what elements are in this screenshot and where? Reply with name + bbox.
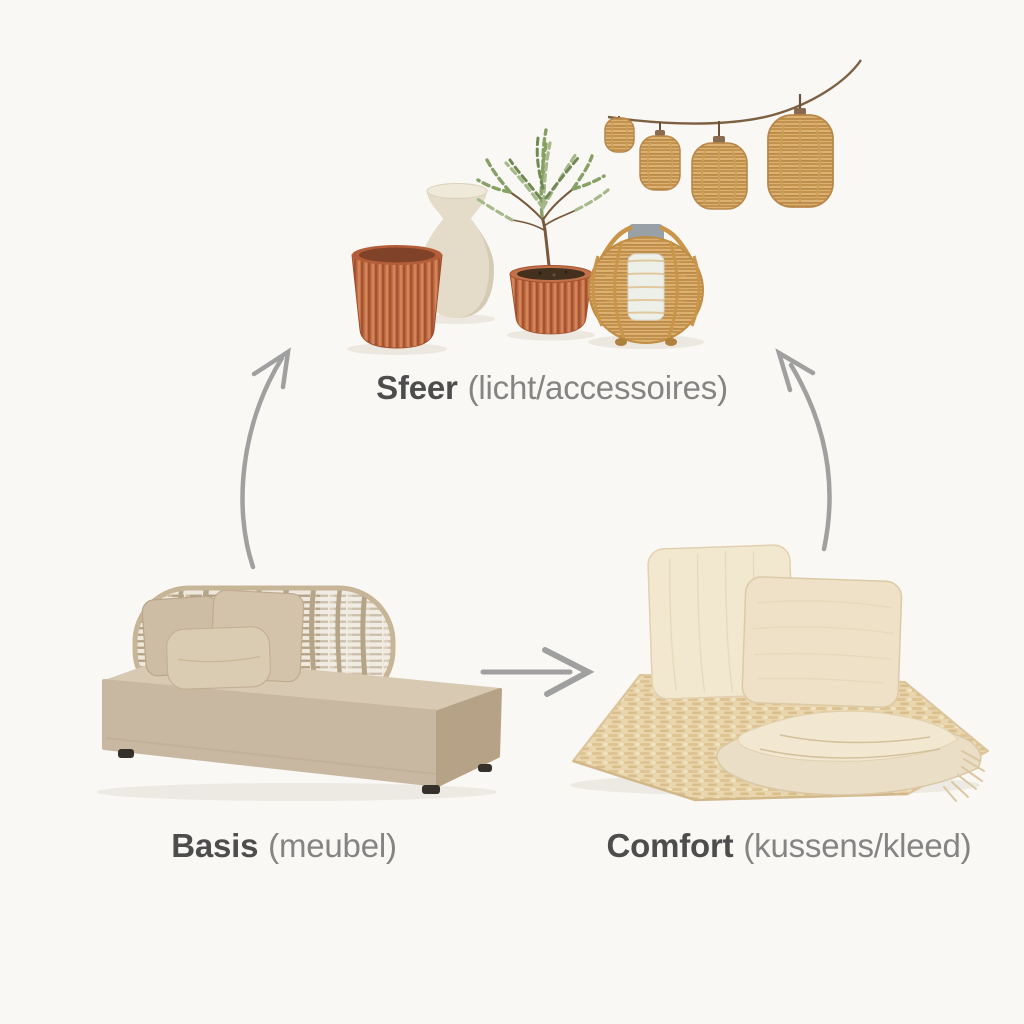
sofa-foot [118, 749, 134, 758]
shadow [347, 343, 447, 355]
throw-blanket [716, 710, 985, 802]
sfeer-illustration [347, 59, 862, 355]
terracotta-planter [351, 245, 443, 349]
olive-tree [474, 128, 610, 335]
string-lights [604, 59, 862, 210]
sofa-foot [478, 764, 492, 772]
sfeer-subtitle: (licht/accessoires) [467, 369, 728, 406]
shadow [97, 783, 497, 801]
comfort-illustration [570, 544, 989, 802]
arrow-basis-to-sfeer [240, 347, 291, 570]
olive-stem [509, 188, 577, 276]
sofa-cushions [141, 589, 305, 690]
shadow [419, 314, 495, 324]
basis-illustration [97, 585, 502, 801]
arrow-comfort-to-sfeer [775, 348, 832, 552]
lumbar-cushion [166, 626, 271, 690]
olive-foliage [474, 128, 610, 222]
basis-subtitle: (meubel) [268, 827, 397, 864]
wicker-string-lantern-1 [604, 117, 635, 153]
shadow [507, 329, 595, 341]
sofa-base [102, 656, 502, 794]
olive-pot [509, 265, 593, 335]
rattan-lantern [588, 224, 704, 346]
basis-title: Basis [171, 827, 259, 864]
comfort-label: Comfort(kussens/kleed) [607, 829, 972, 862]
sfeer-title: Sfeer [376, 369, 458, 406]
comfort-subtitle: (kussens/kleed) [743, 827, 972, 864]
wicker-string-lantern-2 [639, 135, 681, 191]
comfort-title: Comfort [606, 827, 734, 864]
sfeer-label: Sfeer(licht/accessoires) [376, 371, 728, 404]
basis-label: Basis(meubel) [171, 829, 397, 862]
pillow-front [741, 576, 903, 708]
sofa-foot [422, 785, 440, 794]
blanket-fringe [943, 750, 985, 802]
